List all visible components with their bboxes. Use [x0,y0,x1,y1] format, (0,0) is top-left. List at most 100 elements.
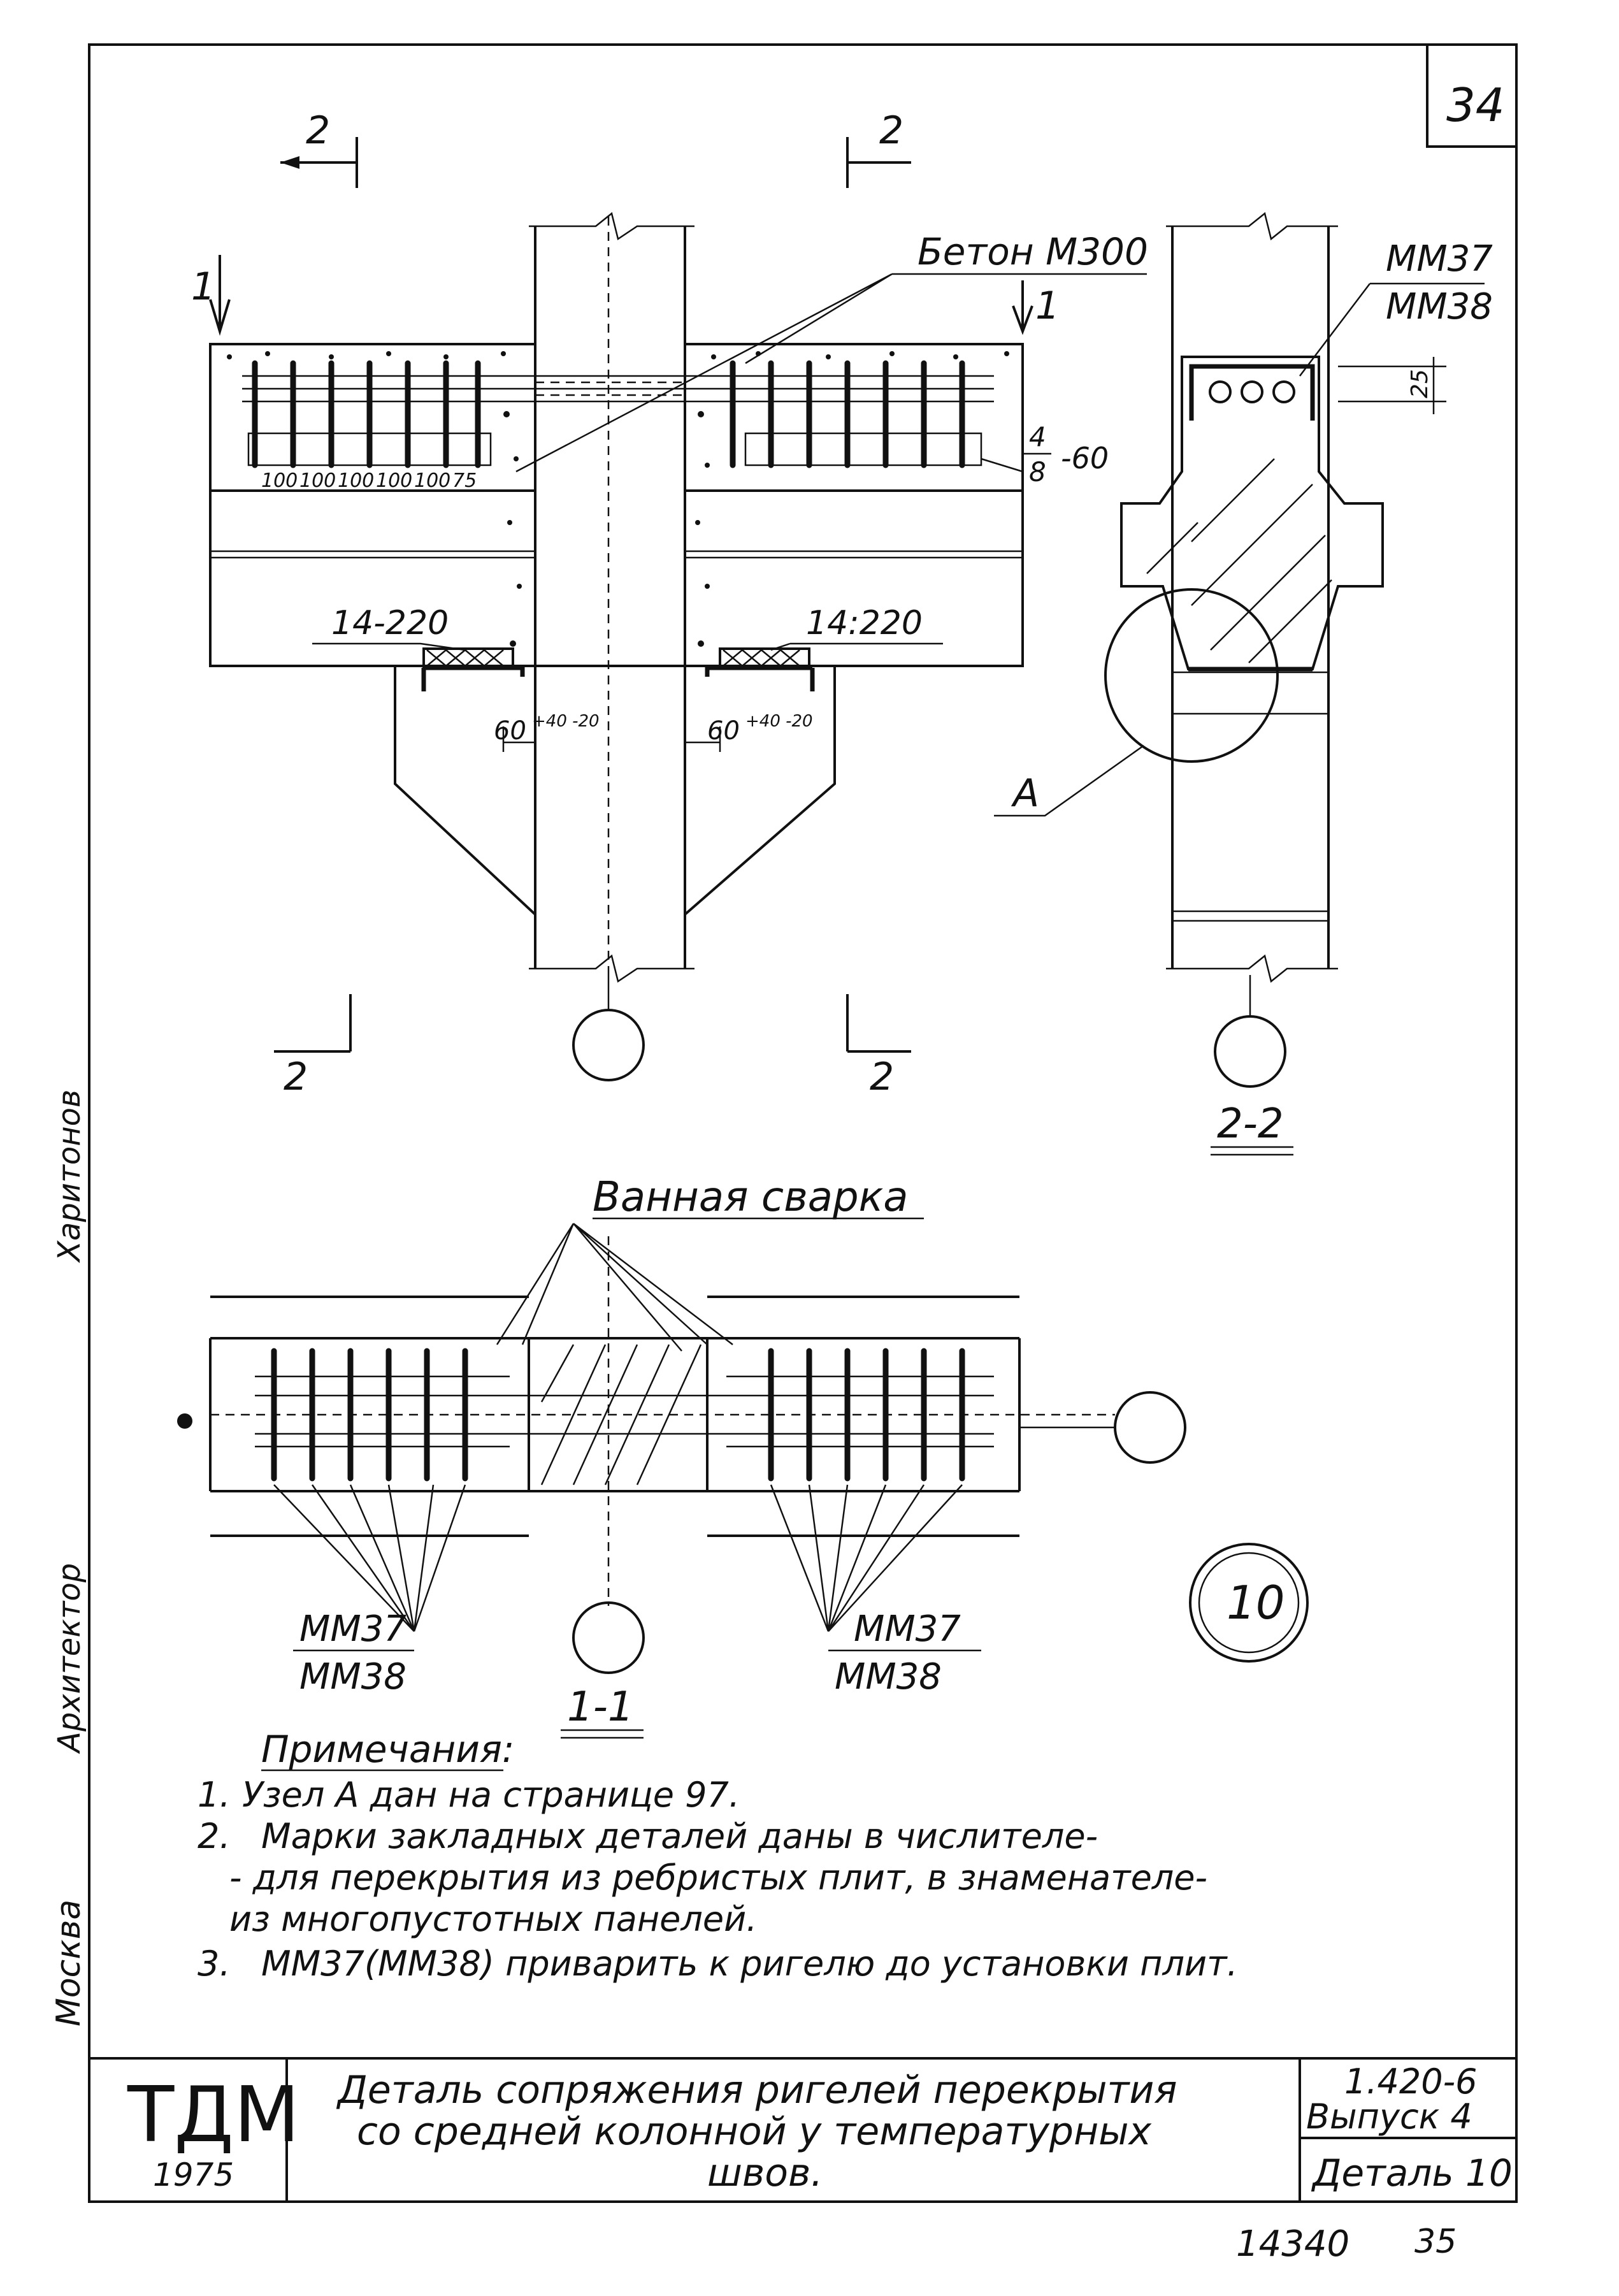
column-break-top [529,212,694,241]
concrete-leader [515,273,1147,473]
note-3-text: ММ37(ММ38) приварить к ригелю до установ… [261,1944,1238,1984]
node-a-leader [994,744,1144,817]
rebar-dot-1 [1209,380,1232,403]
mm-right-bottom: ММ38 [835,1656,942,1698]
weld-leaders [496,1223,733,1352]
title-year: 1975 [153,2156,234,2193]
note-1-text: Узел А дан на странице 97. [242,1775,740,1815]
notes-title: Примечания: [261,1728,514,1771]
beam-section-hatch [1146,458,1332,663]
plan-column-hatch [540,1344,702,1485]
concrete-label: Бетон М300 [917,230,1148,273]
title-block: ТДМ 1975 Деталь сопряжения ригелей перек… [89,2057,1516,2202]
stirrups-left [247,360,492,468]
gap-right: 60 [707,716,740,746]
mm37-leader [1299,282,1485,377]
section-1-1-view: Ванная сварка ММ37 ММ38 [177,1174,1309,1739]
beam-section-outline [1120,356,1384,670]
plan-bullet [177,1413,192,1429]
rebar-through [242,375,994,403]
title-block-frame [89,2057,1516,2202]
bearing-pad-left-hatch [426,649,504,667]
spacing-5: 75 [452,470,477,492]
column-console [394,665,836,969]
sheet-number-box [1426,45,1516,148]
section-1-right: 1 [1035,284,1060,328]
detail-circle-number: 10 [1227,1576,1285,1629]
note-3-num: 3. [198,1944,231,1984]
node-a-circle [1104,588,1279,763]
pad-right-label: 14:220 [806,604,923,642]
mm-left-leaders [273,1484,466,1632]
column-2-2-bands [1172,671,1328,922]
rebar-dot-3 [1272,380,1295,403]
gap-left: 60 [494,716,526,746]
gap-right-tol: +40 -20 [745,712,813,731]
footer-code: 14340 [1236,2223,1349,2265]
side-strip: Москва Архитектор Харитонов [50,956,90,2058]
section-2-2-view: 25 ММ37 ММ38 А 2-2 [994,212,1493,1156]
note-1-num: 1. [198,1775,231,1815]
column-2-2-break-top [1166,212,1338,241]
title-line-2: со средней колонной у температурных [357,2109,1152,2154]
mm-left-bottom: ММ38 [299,1656,407,1698]
console-angle-right [705,665,815,691]
section-2-bottom-right: 2 [870,1055,894,1099]
spacing-1: 100 [299,470,336,492]
axis-bubble-plan-right [1114,1391,1186,1464]
section-2-bottom-left: 2 [284,1055,308,1099]
axis-bubble-elevation [572,1009,645,1081]
spacing-4: 100 [414,470,450,492]
section-1-left-mark [209,255,231,336]
section-2-2-underline [1211,1146,1293,1156]
stirrups-right [730,360,982,468]
mm-right-top: ММ37 [854,1608,961,1650]
section-1-right-mark [1012,280,1033,335]
title-detail: Деталь 10 [1311,2151,1513,2195]
mm-right-leaders [770,1484,963,1632]
plan-column [528,1337,709,1492]
sheet-number: 34 [1446,78,1505,132]
section-2-top-left: 2 [306,108,330,153]
plan-beam-left-outline [209,1296,529,1537]
spacing-3: 100 [376,470,412,492]
note-2-cont-1: - для перекрытия из ребристых плит, в зн… [229,1858,1207,1898]
title-issue: Выпуск 4 [1306,2097,1472,2137]
gap-left-dim [502,726,535,752]
title-series: 1.420-6 [1344,2061,1477,2102]
footer-page: 35 [1414,2223,1457,2261]
notes-block: Примечания: 1. Узел А дан на странице 97… [198,1728,1238,1984]
weld-suffix: -60 [1061,441,1109,475]
note-2-text: Марки закладных деталей даны в числителе… [261,1816,1098,1856]
note-2-num: 2. [198,1816,231,1856]
section-2-top-right: 2 [879,108,903,153]
weld-fraction-top: 4 [1029,421,1046,452]
axis-bubble-2-2 [1214,1015,1286,1088]
section-2-top-right-mark [846,137,911,188]
axis-bubble-plan-bottom [572,1601,645,1674]
bearing-pad-right-hatch [723,649,800,667]
gap-left-tol: +40 -20 [532,712,600,731]
detail-circle-outer [1189,1543,1309,1663]
title-line-1: Деталь сопряжения ригелей перекрытия [336,2068,1177,2112]
spacing-0: 100 [261,470,298,492]
beam-right-body [684,489,1024,667]
column-break-bottom [529,954,694,983]
node-a-label: А [1011,771,1039,816]
plan-beam-right-outline [707,1296,1021,1537]
section-1-1-underline [561,1729,644,1739]
column-outline [534,226,686,969]
embed-top-label: ММ37 [1386,238,1493,280]
console-angle-left [421,665,525,691]
dim-25: 25 [1407,369,1433,398]
note-2-cont-2: из многопустотных панелей. [229,1899,757,1939]
plan-through-bars [255,1394,994,1435]
weld-leader [981,458,1023,473]
plan-stirrups-right [726,1348,994,1482]
section-2-bottom-right-mark [846,994,911,1053]
title-line-3: швов. [707,2151,823,2195]
spacing-2: 100 [338,470,374,492]
section-1-1-caption: 1-1 [567,1684,634,1731]
beam-left-joint [210,550,535,559]
